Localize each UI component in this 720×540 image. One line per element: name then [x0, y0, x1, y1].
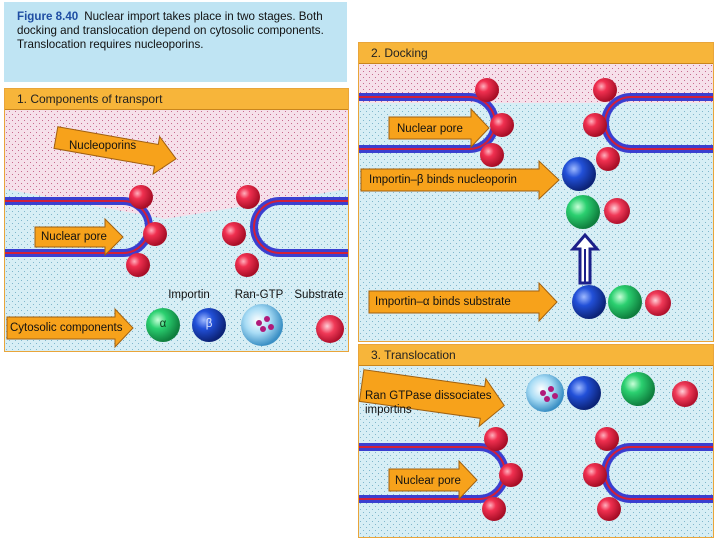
translocation-nuclear-pore-label: Nuclear pore [395, 475, 461, 487]
nucleoporins-label: Nucleoporins [69, 140, 137, 152]
panel-docking-drawing [359, 63, 713, 341]
ran-gtpase-label: Ran GTPase dissociates importins [365, 390, 492, 416]
nuclear-pore-label: Nuclear pore [41, 231, 107, 243]
panel-translocation-drawing [359, 365, 713, 537]
importin-beta-label: Importin–β binds nucleoporin [369, 174, 517, 186]
figure-label: Figure 8.40 [17, 10, 79, 23]
panel-docking-title: 2. Docking [359, 43, 713, 64]
caption-text: Nuclear import takes place in two stages… [17, 10, 324, 51]
panel-translocation-title: 3. Translocation [359, 345, 713, 366]
panel-components-title: 1. Components of transport [5, 89, 348, 110]
panel-components: 1. Components of transport Nucleoporins … [4, 88, 349, 352]
panel-docking: 2. Docking Nuclear pore Importin–β binds… [358, 42, 714, 342]
panel-components-drawing [5, 109, 348, 351]
alpha-symbol: α [159, 318, 167, 330]
beta-symbol: β [205, 318, 213, 330]
docking-nuclear-pore-label: Nuclear pore [397, 123, 463, 135]
substrate-label: Substrate [294, 289, 344, 301]
ran-gtp-label: Ran-GTP [234, 289, 284, 301]
panel-translocation: 3. Translocation Ran GTPase dissociates … [358, 344, 714, 538]
importin-alpha-label: Importin–α binds substrate [375, 296, 511, 308]
importin-label: Importin [168, 289, 210, 301]
cytosolic-components-label: Cytosolic components [10, 322, 123, 334]
